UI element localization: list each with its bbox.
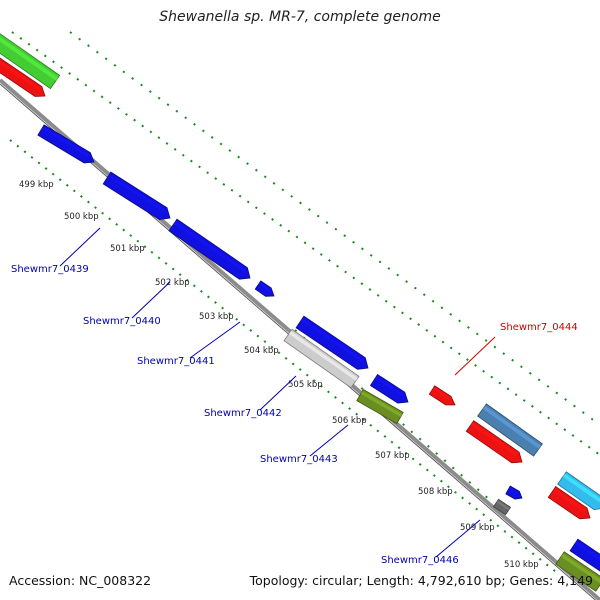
gene-cyan-1-highlight — [562, 473, 600, 503]
gene-label-leader — [435, 519, 481, 558]
gene-small-blue-2-highlight — [508, 487, 519, 495]
tick-label: 504 kbp — [244, 346, 279, 356]
gene-small-blue-highlight — [258, 282, 271, 292]
gene-green-1-highlight — [0, 36, 59, 81]
gene-olive-2-highlight — [560, 553, 600, 584]
gene-label[interactable]: Shewmr7_0441 — [137, 356, 215, 367]
gene-steel-1-highlight — [482, 405, 542, 449]
gene-small-blue-2[interactable] — [505, 485, 523, 500]
gene-blue-3[interactable] — [569, 538, 600, 572]
gene-labels: Shewmr7_0439Shewmr7_0440Shewmr7_0441Shew… — [11, 227, 578, 566]
tick-label: 505 kbp — [288, 380, 323, 390]
gene-label-leader — [131, 281, 171, 319]
tick-label: 500 kbp — [64, 212, 99, 222]
gene-label[interactable]: Shewmr7_0439 — [11, 264, 89, 275]
gene-label[interactable]: Shewmr7_0442 — [204, 408, 282, 419]
gene-shewmr7-0440-highlight — [173, 220, 247, 273]
tick-labels: 499 kbp 500 kbp 501 kbp 502 kbp 503 kbp 504 k… — [19, 180, 539, 570]
tick-label: 506 kbp — [332, 416, 367, 426]
gene-label[interactable]: Shewmr7_0443 — [260, 454, 338, 465]
gene-label-leader — [454, 336, 496, 376]
tick-label: 509 kbp — [460, 523, 495, 533]
outer-dotted-track — [11, 31, 600, 456]
gene-red-1-highlight — [0, 60, 41, 91]
tick-label: 507 kbp — [375, 451, 410, 461]
gene-shewmr7-0439-highlight — [107, 173, 166, 213]
gene-shewmr7-0443-highlight — [360, 391, 403, 417]
accession-text: Accession: NC_008322 — [9, 573, 152, 588]
gene-red-3-highlight — [552, 488, 586, 513]
gene-features — [0, 33, 600, 592]
map-title: Shewanella sp. MR-7, complete genome — [159, 9, 441, 25]
gene-label-leader — [259, 375, 297, 411]
gene-shewmr7-0438-highlight — [41, 126, 90, 157]
gene-label[interactable]: Shewmr7_0446 — [381, 555, 459, 566]
gene-small-blue[interactable] — [254, 280, 275, 297]
summary-text: Topology: circular; Length: 4,792,610 bp… — [249, 573, 593, 588]
gene-label[interactable]: Shewmr7_0440 — [83, 316, 161, 327]
gene-red-2-highlight — [470, 422, 519, 457]
gene-blue-3-highlight — [574, 540, 600, 561]
tick-label: 510 kbp — [504, 560, 539, 570]
gene-blue-2-highlight — [374, 376, 404, 397]
gene-label-leader — [189, 321, 241, 359]
tick-label: 508 kbp — [418, 487, 453, 497]
tick-label: 502 kbp — [155, 278, 190, 288]
gene-label-leader — [309, 424, 349, 457]
tick-label: 503 kbp — [199, 312, 234, 322]
gene-shewmr7-0442-highlight — [288, 330, 358, 381]
inner-dotted-track — [9, 139, 561, 576]
tick-label: 499 kbp — [19, 180, 54, 190]
tick-label: 501 kbp — [110, 244, 145, 254]
gene-label[interactable]: Shewmr7_0444 — [500, 322, 578, 333]
gene-shewmr7-0444-highlight — [432, 387, 451, 400]
gene-olive-2[interactable] — [555, 551, 600, 592]
gene-gray-1-highlight — [496, 500, 510, 511]
gene-shewmr7-0441-highlight — [300, 317, 365, 363]
gene-label-leader — [59, 227, 101, 267]
